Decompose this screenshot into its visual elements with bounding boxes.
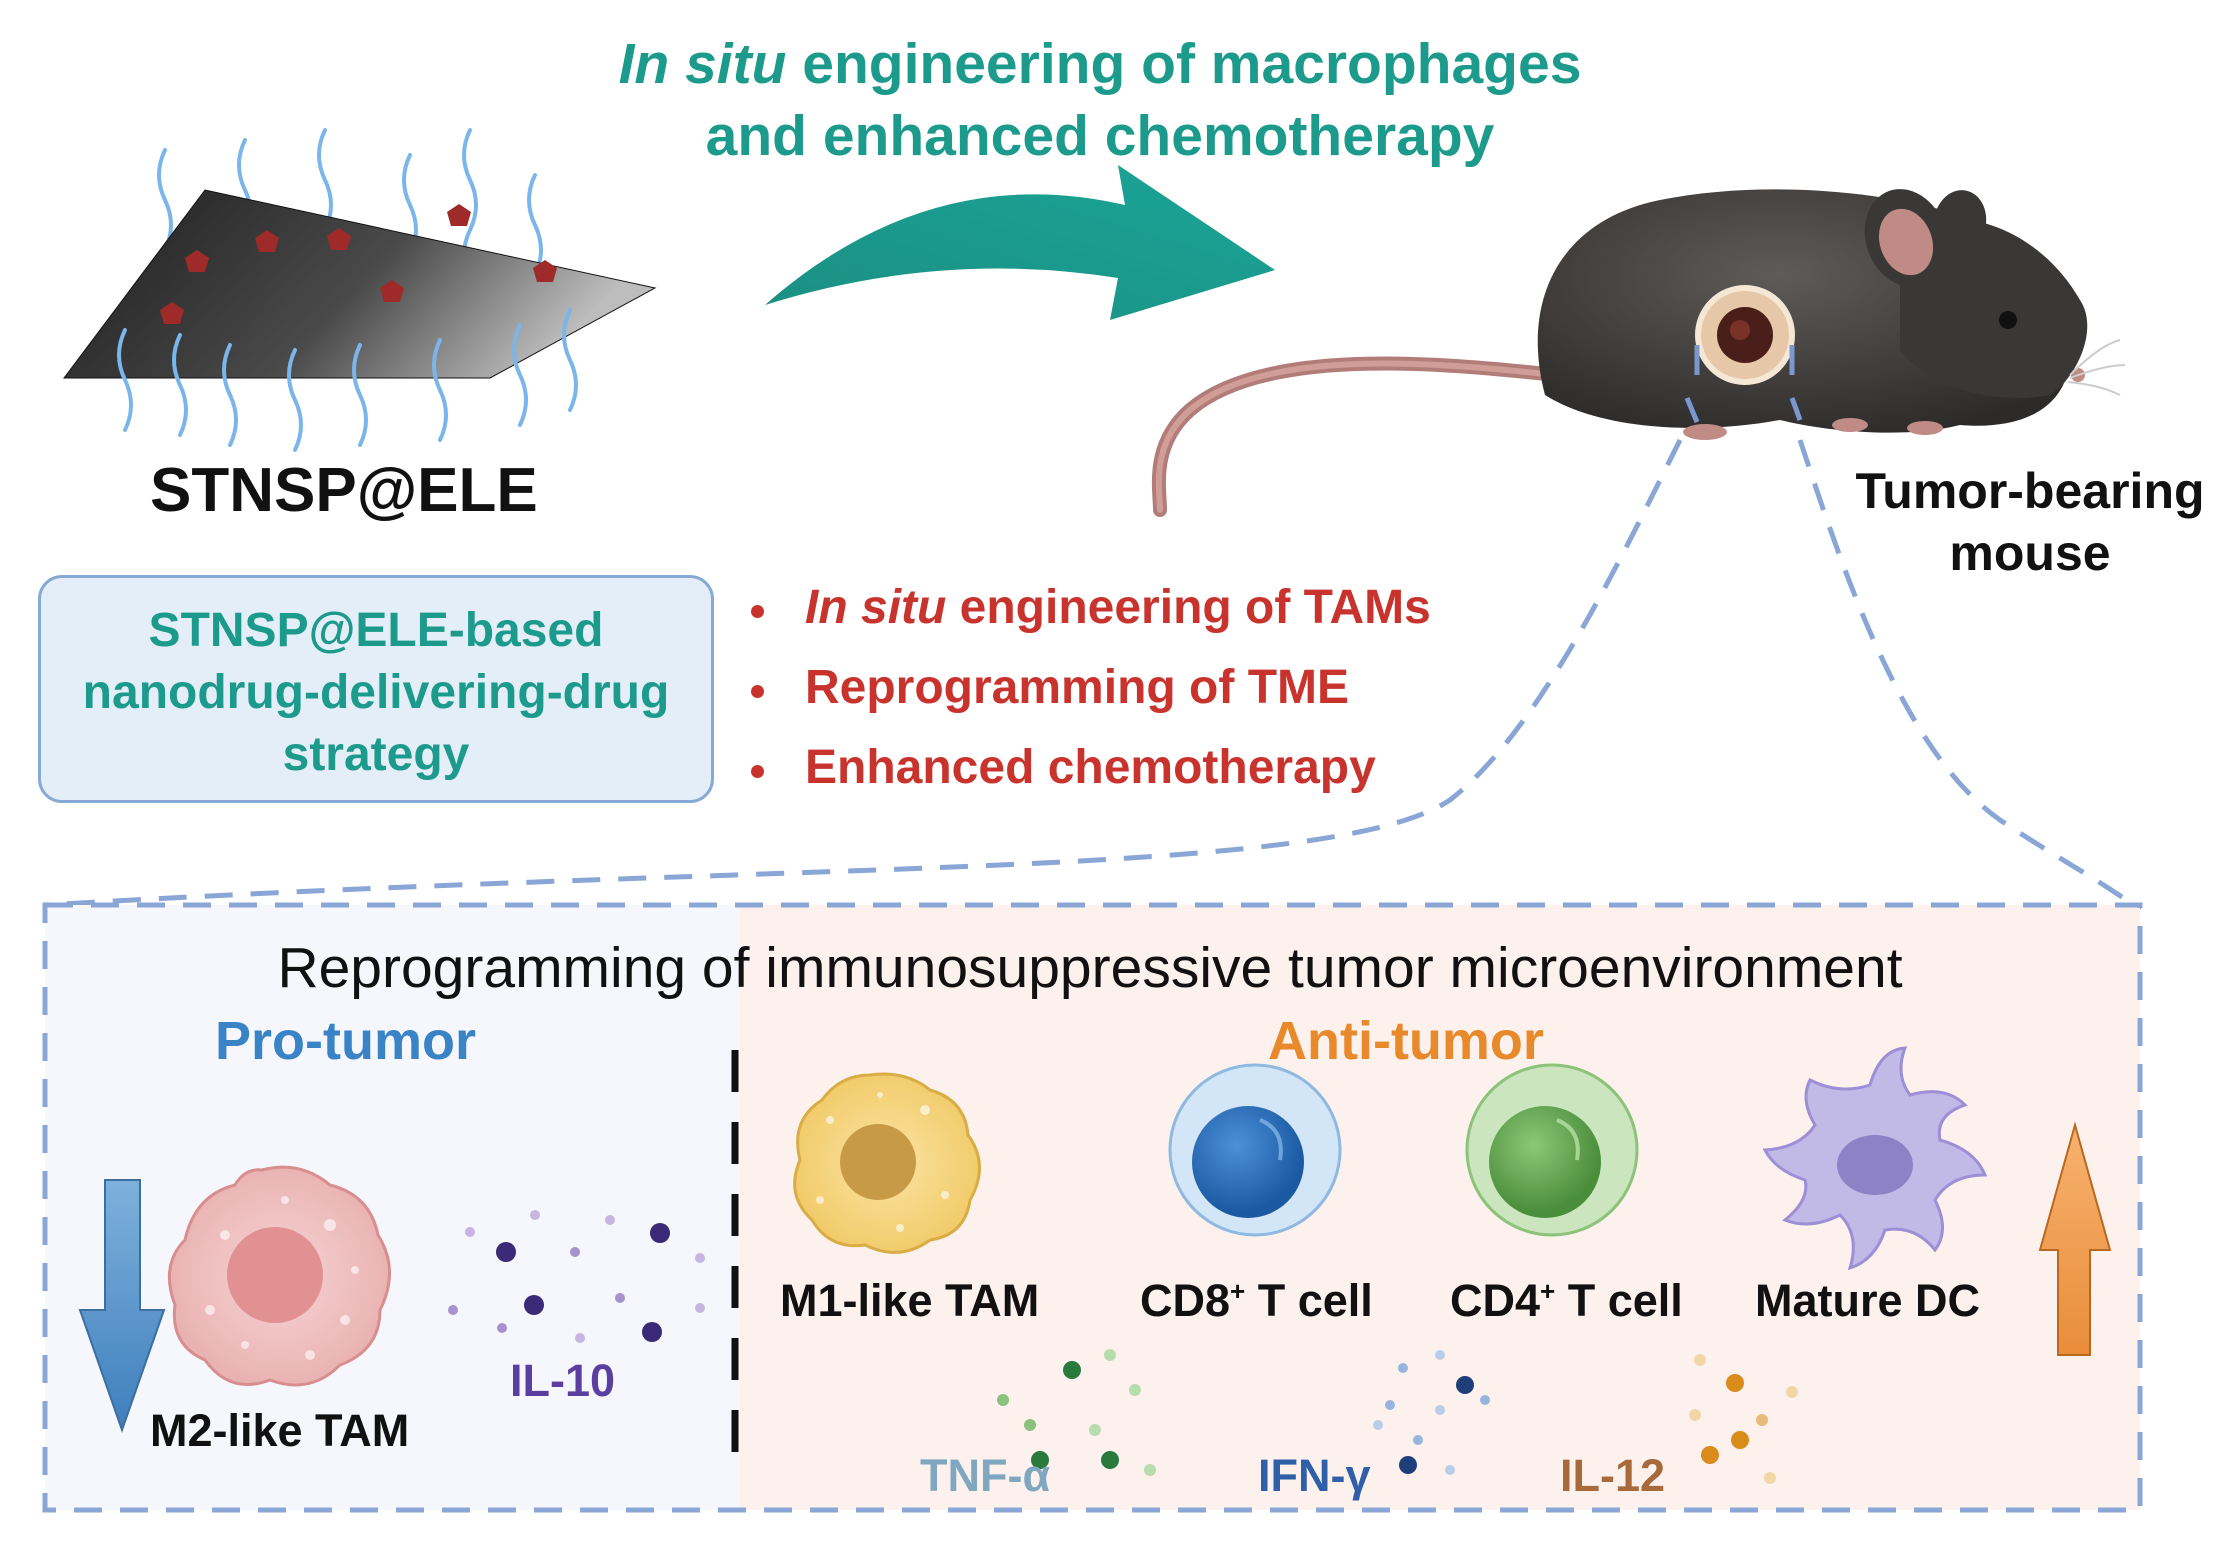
bullet-dot xyxy=(745,595,775,625)
material-label: STNSP@ELE xyxy=(150,456,538,525)
pro-tumor-label: Pro-tumor xyxy=(215,1011,476,1071)
tnf-particles xyxy=(997,1349,1156,1476)
tnf-label: TNF-α xyxy=(920,1450,1051,1501)
ifn-label: IFN-γ xyxy=(1258,1450,1371,1501)
il12-label: IL-12 xyxy=(1560,1450,1666,1501)
strategy-line1: STNSP@ELE-based xyxy=(148,604,604,657)
m1-label: M1-like TAM xyxy=(780,1275,1040,1326)
page-title: In situ engineering of macrophages and e… xyxy=(440,28,1760,172)
mouse-label-line2: mouse xyxy=(1949,525,2111,581)
mouse-icon xyxy=(1151,189,2126,517)
mouse-label: Tumor-bearing mouse xyxy=(1830,460,2230,584)
title-italic: In situ xyxy=(618,32,787,96)
m2-label: M2-like TAM xyxy=(150,1405,410,1456)
t-cell-icon xyxy=(1168,1063,1342,1237)
dc-label: Mature DC xyxy=(1755,1275,1981,1326)
bullet-item: Reprogramming of TME xyxy=(805,660,1349,715)
strategy-line3: strategy xyxy=(282,728,470,781)
down-arrow-icon xyxy=(78,1179,166,1434)
cd8-label: CD8+ T cell xyxy=(1140,1275,1373,1327)
cd4-sup: + xyxy=(1540,1276,1556,1306)
zoom-callout xyxy=(44,438,2142,913)
ifn-particles xyxy=(1373,1350,1490,1475)
t-cell-icon xyxy=(1465,1063,1639,1237)
title-line1: engineering of macrophages xyxy=(786,32,1582,96)
panel-title: Reprogramming of immunosuppressive tumor… xyxy=(277,936,1903,1000)
title-line2: and enhanced chemotherapy xyxy=(705,104,1495,168)
bullet-item: Enhanced chemotherapy xyxy=(805,740,1376,795)
cd4-label: CD4+ T cell xyxy=(1450,1275,1683,1327)
nanosheet-icon xyxy=(63,128,657,452)
strategy-box xyxy=(38,575,714,803)
il12-particles xyxy=(1689,1354,1798,1484)
bullet-italic: In situ xyxy=(805,581,947,634)
bullet-item: In situ engineering of TAMs xyxy=(805,580,1431,635)
curved-arrow-icon xyxy=(765,165,1275,320)
up-arrow-icon xyxy=(2038,1121,2112,1356)
cd4-prefix: CD4 xyxy=(1450,1275,1541,1326)
mouse-label-line1: Tumor-bearing xyxy=(1855,463,2205,519)
dendritic-cell-icon xyxy=(1762,1046,1988,1271)
bullet-text: engineering of TAMs xyxy=(946,581,1431,634)
bullet-text: Enhanced chemotherapy xyxy=(805,741,1376,794)
macrophage-icon xyxy=(167,1165,391,1387)
il10-label: IL-10 xyxy=(510,1355,616,1406)
cd8-sup: + xyxy=(1230,1276,1246,1306)
bullet-dot xyxy=(745,755,775,785)
bullet-text: Reprogramming of TME xyxy=(805,661,1350,714)
anti-tumor-label: Anti-tumor xyxy=(1268,1011,1544,1071)
macrophage-icon xyxy=(793,1072,981,1254)
cd8-prefix: CD8 xyxy=(1140,1275,1231,1326)
cd8-suffix: T cell xyxy=(1245,1275,1373,1326)
tumor-icon xyxy=(1695,285,1795,385)
strategy-line2: nanodrug-delivering-drug xyxy=(82,666,670,719)
strategy-text: STNSP@ELE-based nanodrug-delivering-drug… xyxy=(38,600,714,786)
il10-particles xyxy=(448,1210,705,1343)
bullet-dot xyxy=(745,675,775,705)
cd4-suffix: T cell xyxy=(1555,1275,1683,1326)
